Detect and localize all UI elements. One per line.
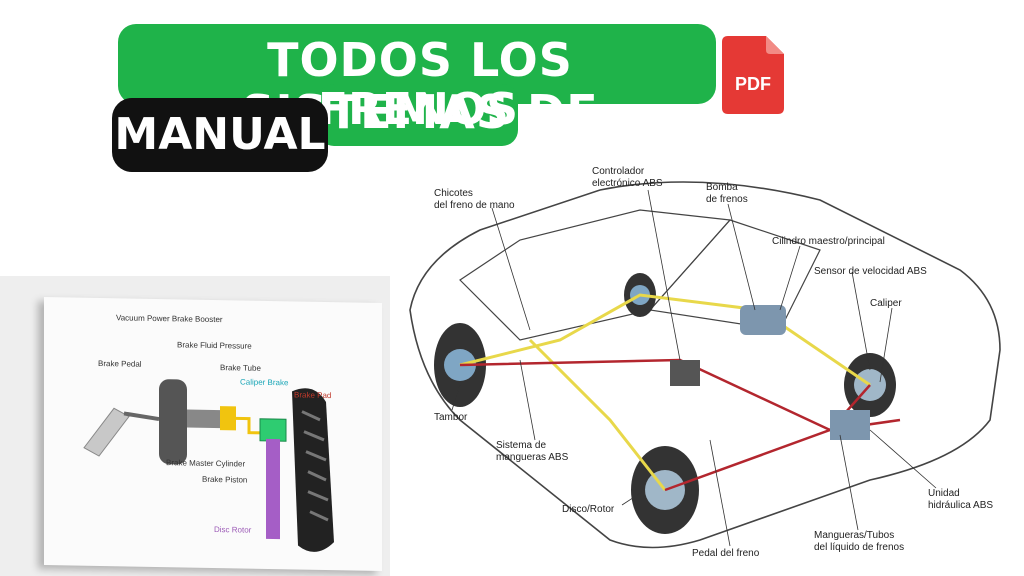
label-pump-2: de frenos xyxy=(706,194,748,205)
page-title-line-2: FRENOS xyxy=(318,84,518,135)
disc-brake-diagram-canvas: Vacuum Power Brake Booster Brake Fluid P… xyxy=(44,297,382,571)
brake-tube-line xyxy=(236,416,264,435)
tire-tread xyxy=(301,410,329,522)
abs-controller-shape xyxy=(670,360,700,386)
master-cylinder-shape xyxy=(187,409,227,429)
label-disc-rotor: Disc Rotor xyxy=(214,525,252,535)
label-master-cylinder: Brake Master Cylinder xyxy=(166,458,245,468)
pedal-rod xyxy=(123,411,160,422)
label-brake-pedal: Brake Pedal xyxy=(98,359,142,369)
car-body-outline xyxy=(409,181,1001,549)
leader-pedal xyxy=(709,439,731,547)
disc-brake-diagram: Vacuum Power Brake Booster Brake Fluid P… xyxy=(83,313,334,552)
label-controller-1: Controlador xyxy=(592,166,645,177)
label-drum: Tambor xyxy=(434,412,468,423)
leader-hydraulic xyxy=(869,429,937,489)
label-speed-sensor: Sensor de velocidad ABS xyxy=(814,266,927,277)
booster-shape xyxy=(159,379,187,465)
master-cylinder-shape xyxy=(740,305,786,335)
leader-sensor xyxy=(851,271,871,371)
leader-disc xyxy=(621,489,646,506)
label-master-cylinder: Cilindro maestro/principal xyxy=(772,236,885,247)
leader-tubes xyxy=(839,434,859,531)
leader-controller xyxy=(647,189,681,361)
label-brake-tube: Brake Tube xyxy=(220,363,261,373)
label-brake-pedal: Pedal del freno xyxy=(692,548,760,559)
label-hydraulic-2: hidráulica ABS xyxy=(928,500,993,511)
pdf-file-icon: PDF xyxy=(722,36,784,114)
title-banner-extension xyxy=(318,84,518,146)
leader-handbrake xyxy=(491,207,531,331)
brake-line-red-1 xyxy=(459,358,871,432)
label-controller-2: electrónico ABS xyxy=(592,178,663,189)
label-brake-pad: Brake Pad xyxy=(294,390,331,400)
brake-line-yellow-2 xyxy=(528,338,667,491)
caliper-shape xyxy=(259,418,287,442)
manual-badge xyxy=(112,98,328,172)
leader-pump xyxy=(727,203,756,311)
leader-drum xyxy=(451,384,461,411)
label-caliper: Caliper xyxy=(870,298,902,309)
tire-shape xyxy=(292,388,334,552)
abs-hydraulic-unit-shape xyxy=(830,410,870,440)
leader-caliper xyxy=(879,307,893,383)
label-tubes-1: Mangueras/Tubos xyxy=(814,530,894,541)
brake-pedal-shape xyxy=(83,407,130,457)
car-windshield-outline xyxy=(648,219,821,331)
label-disc-rotor: Disco/Rotor xyxy=(562,504,615,515)
label-tubes-2: del líquido de frenos xyxy=(814,542,904,553)
label-pump-1: Bomba xyxy=(706,182,738,193)
label-brake-piston: Brake Piston xyxy=(202,475,247,485)
label-hoses-1: Sistema de xyxy=(496,440,546,451)
label-handbrake-1: Chicotes xyxy=(434,188,473,199)
disc-rotor-shape xyxy=(266,438,280,540)
leader-master xyxy=(779,245,801,311)
label-fluid-pressure: Brake Fluid Pressure xyxy=(177,340,252,350)
label-caliper-brake: Caliper Brake xyxy=(240,377,289,387)
reservoir-shape xyxy=(220,406,236,431)
car-brake-system-diagram: Controlador electrónico ABS Chicotes del… xyxy=(409,166,1001,559)
brake-line-yellow-1 xyxy=(459,293,871,387)
label-handbrake-2: del freno de mano xyxy=(434,200,515,211)
leader-hoses xyxy=(519,359,536,441)
label-hoses-2: mangueras ABS xyxy=(496,452,569,463)
label-hydraulic-1: Unidad xyxy=(928,488,960,499)
label-booster: Vacuum Power Brake Booster xyxy=(116,313,223,324)
manual-badge-label: MANUAL xyxy=(114,109,326,160)
pdf-label: PDF xyxy=(735,74,771,94)
